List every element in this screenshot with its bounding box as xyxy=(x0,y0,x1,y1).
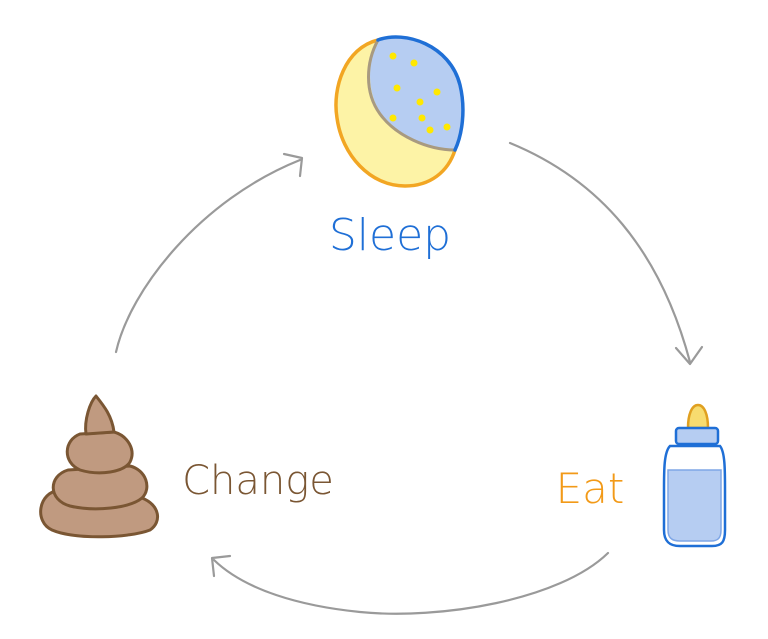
moon-icon xyxy=(334,35,465,188)
node-label-sleep: Sleep xyxy=(329,210,451,261)
arrow-sleep-to-eat xyxy=(508,141,692,364)
arrowhead-eat-to-change xyxy=(210,554,232,578)
node-label-eat: Eat xyxy=(556,464,625,513)
arrowhead-change-to-sleep xyxy=(282,152,304,178)
arrow-change-to-sleep xyxy=(114,158,302,354)
baby-bottle-icon xyxy=(662,403,727,548)
poop-icon xyxy=(39,394,159,539)
arrowhead-sleep-to-eat xyxy=(674,345,704,366)
node-label-change: Change xyxy=(182,458,334,504)
arrow-eat-to-change xyxy=(212,551,610,615)
